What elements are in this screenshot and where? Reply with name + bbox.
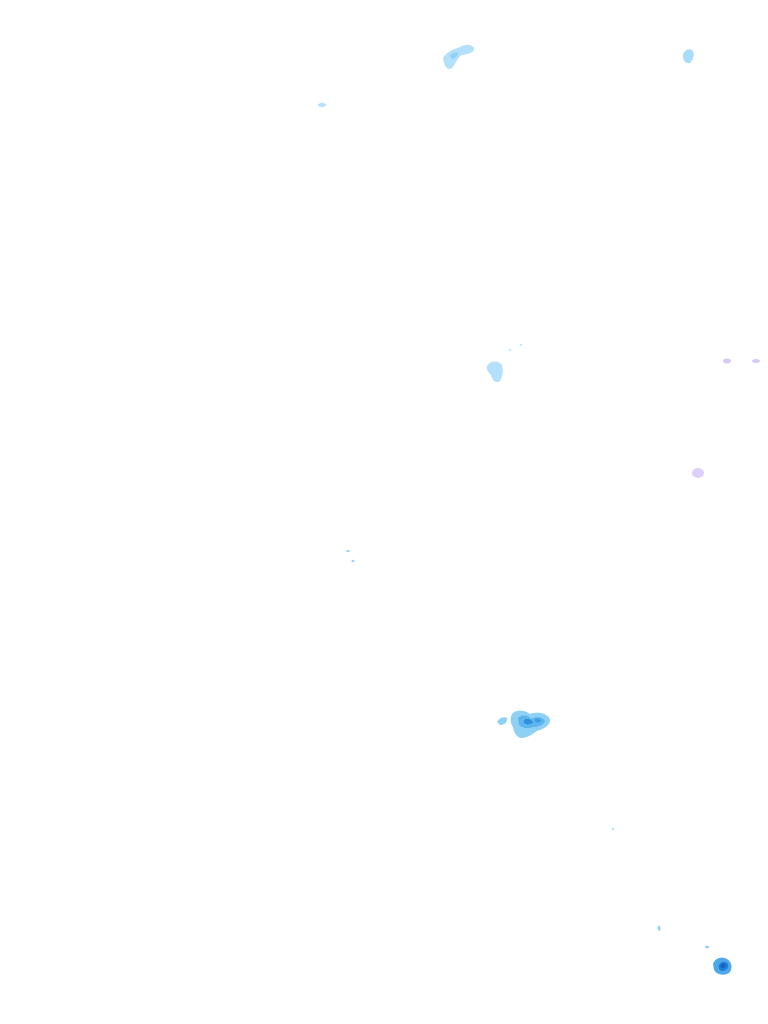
rain-echo-east-hail-2: [752, 359, 760, 363]
rain-echo-north-speck: [318, 103, 326, 107]
rain-echo-southeast-core: [713, 957, 732, 975]
rain-echo-north-east: [683, 49, 694, 64]
rain-echo-east-hail-3: [692, 468, 704, 478]
rain-echo-west-specks: [346, 550, 355, 563]
rain-echo-center-specks: [508, 343, 523, 352]
rain-echo-center: [486, 361, 503, 383]
rain-echo-southeast-specks: [657, 925, 709, 949]
rain-echo-north-center: [443, 44, 475, 69]
rain-echo-east-hail-1: [723, 358, 731, 364]
rain-echo-south-speck: [611, 827, 615, 831]
rain-echo-south-cluster: [497, 710, 551, 738]
